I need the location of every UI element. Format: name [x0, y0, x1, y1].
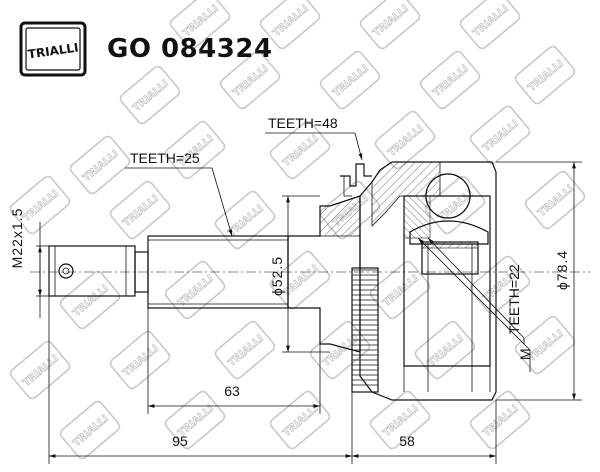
m-label: M	[517, 348, 533, 360]
dim-thread: M22x1.5	[9, 208, 49, 318]
watermark-stamp: TRIALLI	[9, 340, 71, 400]
watermark-text: TRIALLI	[71, 413, 111, 449]
watermark-stamp: TRIALLI	[514, 315, 576, 375]
watermark-stamp: TRIALLI	[59, 400, 121, 460]
watermark-stamp: TRIALLI	[59, 270, 121, 330]
watermark-text: TRIALLI	[71, 283, 111, 319]
watermark-text: TRIALLI	[81, 148, 121, 184]
watermark-stamp: TRIALLI	[359, 0, 421, 50]
dim-length-95: 95	[48, 296, 353, 464]
brand-logo-text: TRIALLI	[27, 41, 79, 62]
threaded-end	[48, 245, 149, 297]
leader-teeth-inner: TEETH=22	[427, 237, 525, 344]
watermark-stamp: TRIALLI	[269, 390, 331, 450]
watermark-text: TRIALLI	[131, 78, 171, 114]
watermark-text: TRIALLI	[281, 133, 321, 169]
dim-length-58: 58	[352, 400, 497, 464]
watermark-text: TRIALLI	[121, 343, 161, 379]
watermark-stamp: TRIALLI	[524, 170, 586, 230]
abs-ring	[351, 267, 379, 393]
watermark-text: TRIALLI	[226, 333, 266, 369]
shaft-neck	[287, 195, 361, 353]
teeth-shaft-label: TEETH=25	[130, 150, 200, 166]
watermark-text: TRIALLI	[226, 203, 266, 239]
watermark-stamp: TRIALLI	[69, 135, 131, 195]
watermark-stamp: TRIALLI	[459, 0, 521, 50]
dim-length-63: 63	[147, 308, 321, 414]
watermark-stamp: TRIALLI	[514, 45, 576, 105]
leader-teeth-outer: TEETH=48	[265, 115, 363, 161]
brand-logo: TRIALLI	[19, 21, 87, 77]
watermark-text: TRIALLI	[536, 183, 576, 219]
watermark-text: TRIALLI	[121, 193, 161, 229]
dim-shaft-diameter: ϕ52.5	[269, 195, 330, 353]
watermark-stamp: TRIALLI	[214, 320, 276, 380]
watermark-stamp: TRIALLI	[109, 180, 171, 240]
watermark-stamp: TRIALLI	[319, 50, 381, 110]
watermark-text: TRIALLI	[386, 123, 426, 159]
watermark-text: TRIALLI	[481, 118, 521, 154]
watermark-text: TRIALLI	[231, 63, 271, 99]
watermark-stamp: TRIALLI	[214, 190, 276, 250]
cv-housing	[340, 161, 497, 401]
watermark-text: TRIALLI	[426, 333, 466, 369]
dim-housing-diameter: ϕ78.4	[496, 161, 582, 401]
watermark-text: TRIALLI	[381, 273, 421, 309]
leader-teeth-shaft: TEETH=25	[125, 150, 233, 237]
watermark-text: TRIALLI	[431, 63, 471, 99]
shaft-diameter-label: ϕ52.5	[269, 256, 285, 296]
watermark-text: TRIALLI	[331, 63, 371, 99]
housing-diameter-label: ϕ78.4	[554, 250, 570, 290]
len-63-label: 63	[224, 383, 240, 399]
watermark-stamp: TRIALLI	[469, 105, 531, 165]
teeth-inner-label: TEETH=22	[506, 264, 522, 334]
watermark-stamp: TRIALLI	[164, 260, 226, 320]
len-58-label: 58	[399, 433, 415, 449]
part-number: GO 084324	[107, 34, 273, 64]
watermark-stamp: TRIALLI	[419, 50, 481, 110]
watermark-text: TRIALLI	[481, 403, 521, 439]
watermark-text: TRIALLI	[471, 3, 511, 39]
leader-m: M	[417, 237, 533, 372]
watermark-text: TRIALLI	[526, 58, 566, 94]
watermark-stamp: TRIALLI	[414, 320, 476, 380]
thread-label: M22x1.5	[9, 208, 25, 269]
watermark-stamp: TRIALLI	[119, 65, 181, 125]
watermark-text: TRIALLI	[271, 3, 311, 39]
watermark-text: TRIALLI	[281, 263, 321, 299]
watermark-stamp: TRIALLI	[374, 110, 436, 170]
watermark-stamp: TRIALLI	[469, 390, 531, 450]
len-95-label: 95	[172, 433, 188, 449]
watermark-stamp: TRIALLI	[109, 330, 171, 390]
watermark-text: TRIALLI	[21, 353, 61, 389]
teeth-outer-label: TEETH=48	[268, 115, 338, 131]
watermark-text: TRIALLI	[281, 403, 321, 439]
watermark-text: TRIALLI	[21, 188, 61, 224]
watermark-text: TRIALLI	[371, 3, 411, 39]
